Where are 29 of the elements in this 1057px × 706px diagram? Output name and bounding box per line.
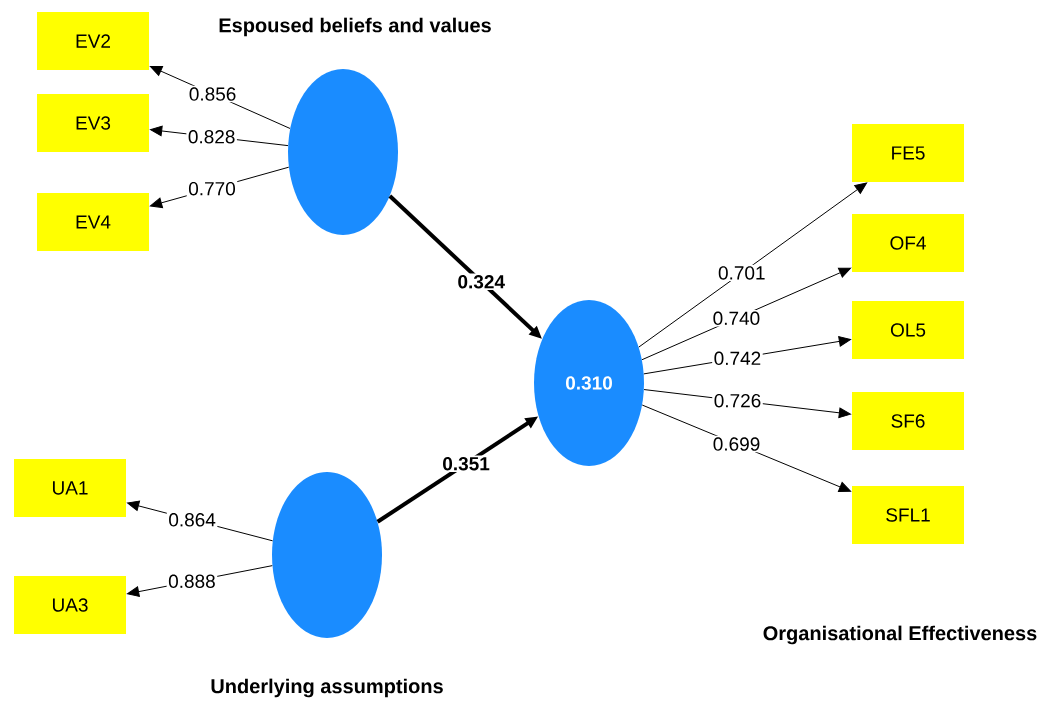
edge-label: 0.726: [714, 393, 761, 408]
construct-circle: [534, 300, 644, 466]
indicator-box: SFL1: [852, 486, 964, 544]
indicator-box: EV4: [37, 193, 149, 251]
construct-heading: Underlying assumptions: [211, 678, 443, 698]
edge-label: 0.701: [718, 266, 765, 280]
indicator-box: EV3: [37, 94, 149, 152]
edge-label: 0.770: [188, 181, 235, 196]
edge-label: 0.828: [188, 130, 235, 144]
edge-label: 0.856: [189, 87, 236, 101]
indicator-box: UA3: [14, 576, 126, 634]
edge-label: 0.864: [169, 513, 216, 527]
indicator-box: FE5: [852, 124, 964, 182]
edge-label: 0.351: [443, 457, 490, 471]
indicator-box: EV2: [37, 12, 149, 70]
construct-heading: Espoused beliefs and values: [219, 17, 491, 37]
indicator-box: UA1: [14, 459, 126, 517]
arrow: [638, 182, 868, 348]
construct-heading: Organisational Effectiveness: [763, 625, 1037, 645]
edge-label: 0.324: [458, 275, 505, 289]
edge-label: 0.742: [714, 351, 761, 366]
arrow: [641, 267, 852, 361]
edge-label: 0.740: [713, 311, 760, 325]
edge-label: 0.888: [168, 574, 215, 588]
circle-value: 0.310: [566, 376, 612, 390]
indicator-box: SF6: [852, 392, 964, 450]
indicator-box: OF4: [852, 214, 964, 272]
indicator-box: OL5: [852, 301, 964, 359]
edge-label: 0.699: [713, 437, 760, 451]
